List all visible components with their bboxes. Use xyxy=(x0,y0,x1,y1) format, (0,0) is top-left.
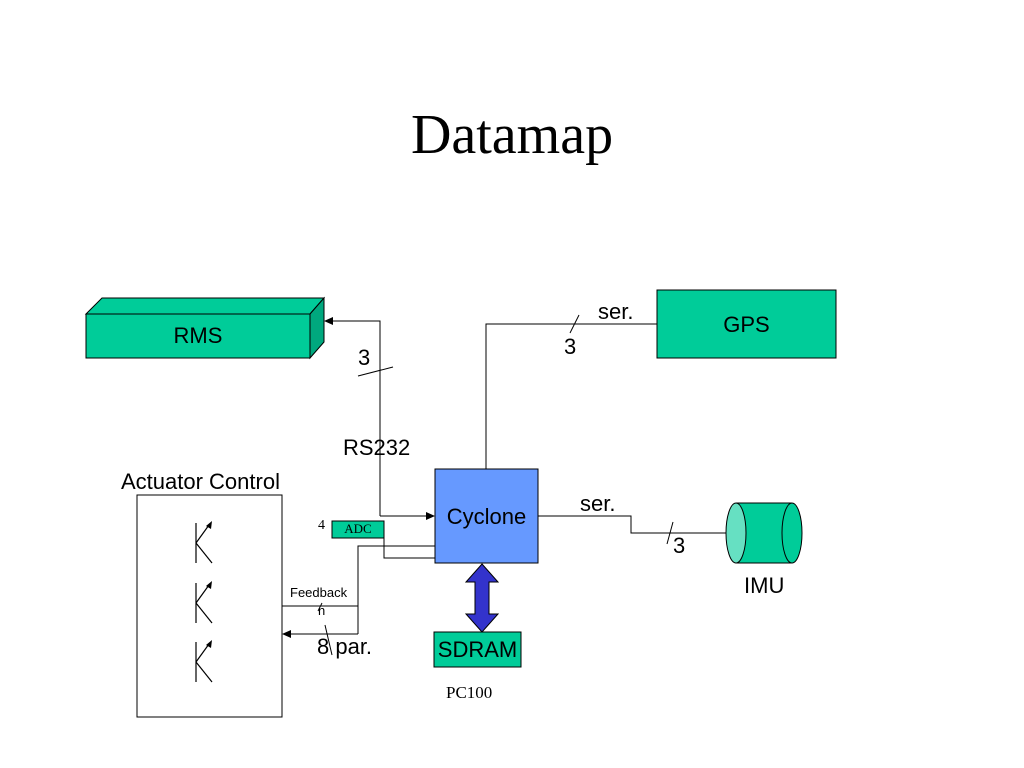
gps-block xyxy=(656,289,837,359)
rs232-label: RS232 xyxy=(343,435,411,460)
sdram-label: SDRAM xyxy=(437,637,518,662)
parallel-label: 8 par. xyxy=(317,634,373,659)
imu-link xyxy=(538,515,726,545)
actuator-control-box xyxy=(136,494,283,718)
actuator-control-label: Actuator Control xyxy=(121,469,280,494)
cyclone-label: Cyclone xyxy=(446,504,527,529)
sdram-type-label: PC100 xyxy=(446,683,493,702)
feedback-label: Feedback xyxy=(290,585,348,600)
feedback-n-label: n xyxy=(318,603,326,618)
feedback-link xyxy=(282,529,435,656)
gps-link-label: ser. xyxy=(598,299,634,324)
imu-bus-width: 3 xyxy=(673,533,686,558)
imu-label: IMU xyxy=(744,573,785,598)
adc-bus-width: 4 xyxy=(318,518,325,533)
rms-label: RMS xyxy=(173,323,223,348)
page-title: Datamap xyxy=(410,104,614,166)
actuator-symbol xyxy=(195,581,213,624)
actuator-symbol xyxy=(195,521,213,564)
rs232-link xyxy=(324,317,435,520)
sdram-block xyxy=(433,631,522,668)
adc-label: ADC xyxy=(344,521,372,536)
imu-link-label: ser. xyxy=(580,491,616,516)
gps-bus-width: 3 xyxy=(564,334,577,359)
rms-block xyxy=(84,296,326,360)
imu-block xyxy=(725,502,803,564)
gps-label: GPS xyxy=(723,312,770,337)
sdram-bus-arrow xyxy=(464,563,500,633)
actuator-symbol xyxy=(195,640,213,683)
rms-bus-width: 3 xyxy=(358,345,371,370)
gps-link xyxy=(485,314,657,469)
